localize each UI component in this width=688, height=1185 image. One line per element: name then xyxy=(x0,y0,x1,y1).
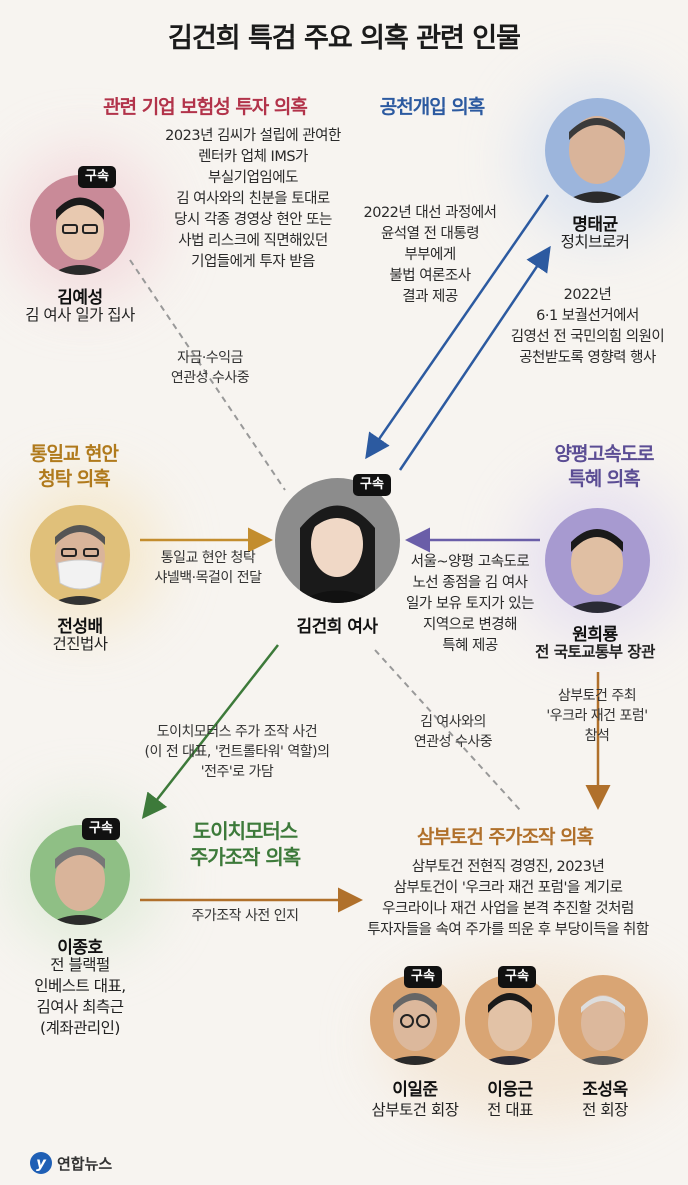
cho-role: 전 회장 xyxy=(582,1101,628,1119)
kim-lee-text: 도이치모터스 주가 조작 사건(이 전 대표, '컨트롤타워' 역할)의'전주'… xyxy=(144,724,330,780)
myung-portrait xyxy=(545,98,650,203)
jeon-portrait xyxy=(30,505,130,605)
lee-jongho-portrait xyxy=(30,825,130,925)
page-title: 김건희 특검 주요 의혹 관련 인물 xyxy=(168,23,521,54)
section-insurance: 관련 기업 보험성 투자 의혹 xyxy=(103,96,308,118)
kim-yesung-name: 김예성 xyxy=(57,288,103,308)
arrow-kim-to-lee xyxy=(141,644,279,819)
won-name: 원희룡 xyxy=(572,625,618,645)
lee-iljun-name: 이일준 xyxy=(392,1080,438,1100)
arrow-myung-to-kim xyxy=(365,194,550,460)
lee-eunggeun-portrait xyxy=(465,975,555,1065)
yonhap-logo-icon: y xyxy=(30,1152,52,1174)
cho-portrait xyxy=(558,975,648,1065)
section-nomination: 공천개입 의혹 xyxy=(379,96,486,118)
lee-iljun-badge: 구속 xyxy=(404,966,442,988)
kim-keonhee-portrait xyxy=(275,478,400,603)
jeon-name: 전성배 xyxy=(57,617,103,637)
won-sambu-text: 삼부토건 주최'우크라 재건 포럼'참석 xyxy=(546,688,648,744)
kim-yesung-portrait xyxy=(30,175,130,275)
won-portrait xyxy=(545,508,650,613)
kim-yesung-badge: 구속 xyxy=(78,166,116,188)
lee-jongho-badge: 구속 xyxy=(82,818,120,840)
jeon-role: 건진법사 xyxy=(52,635,108,653)
myung-role: 정치브로커 xyxy=(560,233,630,251)
arrow-kim-to-myung xyxy=(398,245,551,471)
lee-jongho-name: 이종호 xyxy=(57,938,103,958)
yonhap-logo-text: 연합뉴스 xyxy=(57,1154,113,1173)
won-role: 전 국토교통부 장관 xyxy=(535,643,655,661)
kim-yesung-role: 김 여사 일가 집사 xyxy=(25,306,135,324)
myung-name: 명태균 xyxy=(572,215,618,235)
kim-keonhee-badge: 구속 xyxy=(353,474,391,496)
lee-eunggeun-role: 전 대표 xyxy=(487,1101,533,1119)
yonhap-logo: y 연합뉴스 xyxy=(30,1152,112,1174)
lee-iljun-portrait xyxy=(370,975,460,1065)
line-kim-yesung-kim xyxy=(129,259,286,491)
cho-name: 조성옥 xyxy=(582,1080,628,1100)
lee-eunggeun-name: 이응근 xyxy=(487,1080,533,1100)
kim-keonhee-name: 김건희 여사 xyxy=(296,617,378,637)
lee-sambu-text: 주가조작 사전 인지 xyxy=(191,908,299,924)
lee-iljun-role: 삼부토건 회장 xyxy=(371,1101,460,1119)
lee-eunggeun-badge: 구속 xyxy=(498,966,536,988)
section-sambu: 삼부토건 주가조작 의혹 xyxy=(416,826,594,848)
line-kim-sambu xyxy=(374,649,521,811)
